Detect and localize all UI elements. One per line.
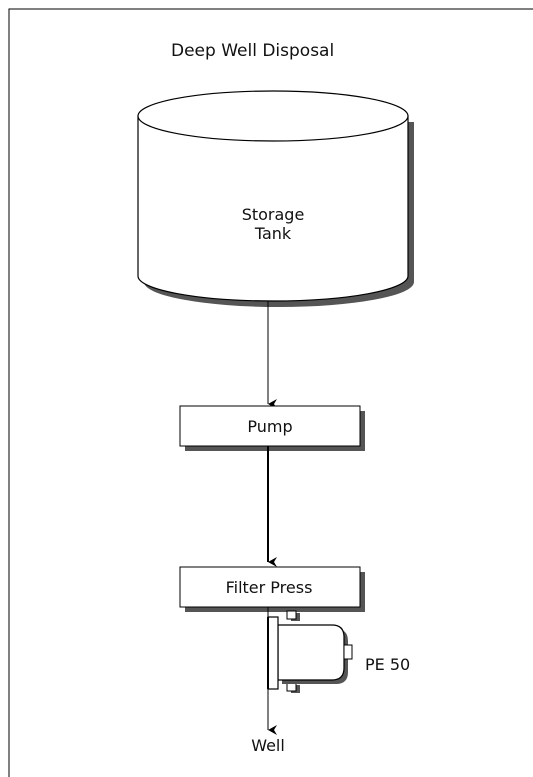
pump-box-rect	[179, 405, 361, 447]
diagram-title: Deep Well Disposal	[171, 41, 334, 61]
storage-tank-body	[137, 115, 409, 302]
pe50-cap	[343, 644, 353, 660]
filter-press-box: Filter Press	[179, 566, 365, 612]
pe50-plate	[267, 616, 279, 690]
pump-label: Pump	[247, 417, 292, 436]
filter-press-box-rect	[179, 566, 361, 608]
pe50-top-tab-face	[286, 610, 297, 620]
pe50-bottom-tab	[286, 682, 297, 692]
page-frame	[8, 8, 533, 777]
storage-tank-label-line1: Storage	[242, 205, 305, 224]
storage-tank: Storage Tank	[137, 90, 414, 307]
storage-tank-label-line2: Tank	[254, 224, 292, 243]
pe50-label: PE 50	[365, 655, 410, 674]
well-label: Well	[251, 736, 285, 755]
pe50-device-icon	[267, 610, 353, 693]
pe50-body	[277, 624, 345, 681]
filter-press-label: Filter Press	[226, 578, 313, 597]
storage-tank-top	[137, 90, 409, 142]
pump-box: Pump	[179, 405, 365, 451]
